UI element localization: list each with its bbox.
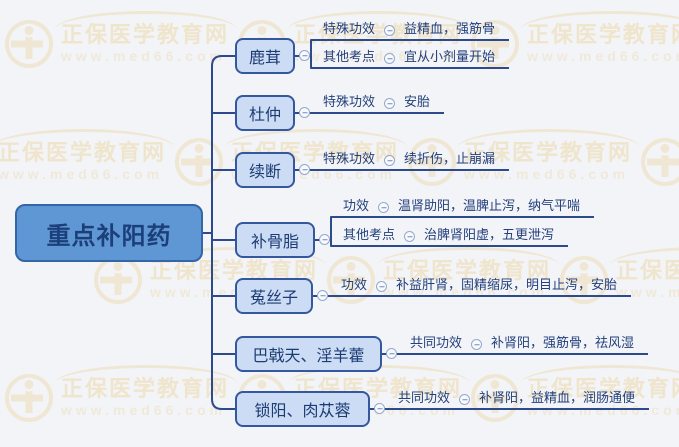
subtopic-label: 其他考点 xyxy=(343,227,396,242)
root-topic[interactable]: 重点补阳药 xyxy=(15,204,203,262)
subtopic-label: 其他考点 xyxy=(323,49,376,64)
subtopic-row[interactable]: 功效 温肾助阳，温脾止泻，纳气平喘 xyxy=(331,198,595,218)
collapse-icon[interactable] xyxy=(404,231,416,242)
subtopic-content: 治脾肾阳虚，五更泄泻 xyxy=(424,227,555,242)
subtopic-label: 特殊功效 xyxy=(323,21,376,36)
subtopic-label: 功效 xyxy=(343,198,370,213)
topic-label: 杜仲 xyxy=(248,107,281,124)
collapse-icon[interactable] xyxy=(299,107,310,118)
collapse-icon[interactable] xyxy=(471,339,483,350)
subtopic-label: 特殊功效 xyxy=(323,151,376,166)
topic-label: 补骨脂 xyxy=(250,234,299,251)
topic-label: 菟丝子 xyxy=(249,290,298,307)
subtopic-content: 宜从小剂量开始 xyxy=(404,49,496,64)
subtopic-row[interactable]: 特殊功效 益精血，强筋骨 xyxy=(311,21,510,41)
collapse-icon[interactable] xyxy=(459,394,471,405)
subtopic-label: 功效 xyxy=(341,277,368,292)
root-topic-label: 重点补阳药 xyxy=(46,222,172,250)
subtopic-label: 特殊功效 xyxy=(323,94,376,109)
collapse-icon[interactable] xyxy=(317,290,328,301)
subtopic-content: 温肾助阳，温脾止泻，纳气平喘 xyxy=(398,198,581,213)
topic-label: 锁阳、肉苁蓉 xyxy=(254,403,351,420)
subtopic-content: 补肾阳，强筋骨，祛风湿 xyxy=(491,335,635,350)
collapse-icon[interactable] xyxy=(384,25,396,36)
collapse-icon[interactable] xyxy=(384,53,396,64)
subtopic-row[interactable]: 功效 补益肝肾，固精缩尿，明目止泻，安胎 xyxy=(329,277,632,297)
collapse-icon[interactable] xyxy=(378,202,390,213)
subtopic-row[interactable]: 共同功效 补肾阳，强筋骨，祛风湿 xyxy=(398,335,649,355)
topic-5[interactable]: 菟丝子 xyxy=(235,278,313,314)
collapse-icon[interactable] xyxy=(299,164,310,175)
topic-2[interactable]: 杜仲 xyxy=(235,95,295,131)
topic-7[interactable]: 锁阳、肉苁蓉 xyxy=(235,391,370,427)
subtopic-label: 共同功效 xyxy=(410,335,463,350)
topic-label: 鹿茸 xyxy=(248,50,281,67)
topic-3[interactable]: 续断 xyxy=(235,152,295,188)
subtopic-content: 补益肝肾，固精缩尿，明目止泻，安胎 xyxy=(396,277,618,292)
subtopic-content: 补肾阳，益精血，润肠通便 xyxy=(479,390,636,405)
topic-label: 巴戟天、淫羊藿 xyxy=(252,348,365,365)
collapse-icon[interactable] xyxy=(376,281,388,292)
collapse-icon[interactable] xyxy=(299,50,310,61)
subtopic-row[interactable]: 共同功效 补肾阳，益精血，润肠通便 xyxy=(386,390,650,410)
subtopic-row[interactable]: 其他考点 宜从小剂量开始 xyxy=(311,49,510,69)
collapse-icon[interactable] xyxy=(319,234,330,245)
collapse-icon[interactable] xyxy=(384,155,396,166)
topic-1[interactable]: 鹿茸 xyxy=(235,38,295,74)
subtopic-content: 安胎 xyxy=(404,94,431,109)
subtopic-row[interactable]: 特殊功效 安胎 xyxy=(311,94,445,114)
topic-label: 续断 xyxy=(248,164,281,181)
subtopic-content: 续折伤，止崩漏 xyxy=(404,151,496,166)
subtopic-row[interactable]: 其他考点 治脾肾阳虚，五更泄泻 xyxy=(331,227,569,247)
subtopic-content: 益精血，强筋骨 xyxy=(404,21,496,36)
subtopic-row[interactable]: 特殊功效 续折伤，止崩漏 xyxy=(311,151,510,171)
collapse-icon[interactable] xyxy=(374,403,385,414)
subtopic-label: 共同功效 xyxy=(398,390,451,405)
topic-4[interactable]: 补骨脂 xyxy=(235,222,315,258)
collapse-icon[interactable] xyxy=(384,98,396,109)
collapse-icon[interactable] xyxy=(386,348,397,359)
topic-6[interactable]: 巴戟天、淫羊藿 xyxy=(235,336,382,372)
